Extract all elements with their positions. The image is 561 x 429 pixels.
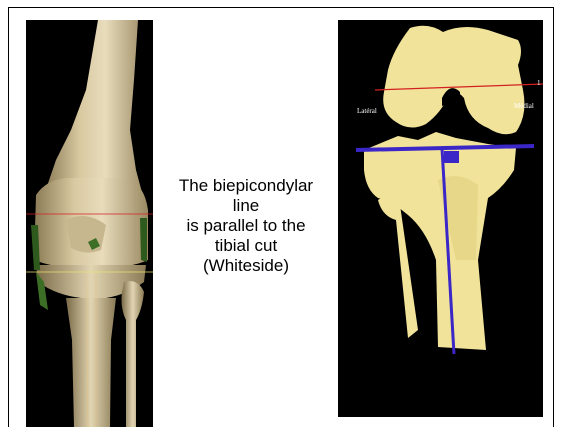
knee-schematic-image: Latéral Médial 1 xyxy=(338,20,543,417)
knee-bone-anatomy-icon xyxy=(26,20,153,427)
right-angle-marker xyxy=(444,151,459,163)
knee-schematic-icon xyxy=(338,20,543,417)
label-medial: Médial xyxy=(514,102,534,110)
caption-text: The biepicondylar line is parallel to th… xyxy=(152,176,340,276)
caption-line-2: line xyxy=(152,196,340,216)
label-lateral: Latéral xyxy=(357,107,377,115)
caption-line-5: (Whiteside) xyxy=(152,256,340,276)
label-marker: 1 xyxy=(537,79,541,87)
knee-anatomy-image xyxy=(26,20,153,427)
caption-line-1: The biepicondylar xyxy=(152,176,340,196)
caption-line-3: is parallel to the xyxy=(152,216,340,236)
caption-line-4: tibial cut xyxy=(152,236,340,256)
